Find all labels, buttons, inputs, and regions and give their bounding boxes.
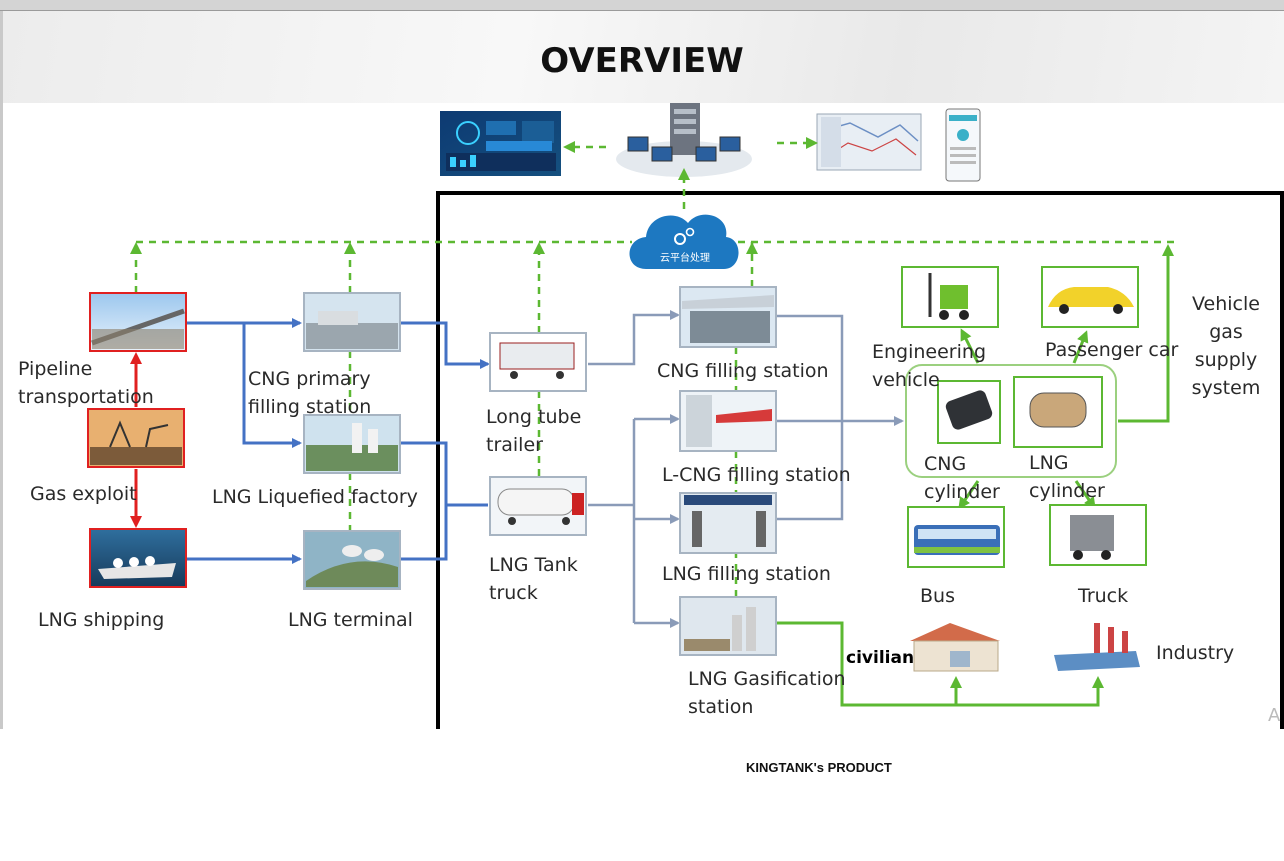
gas-supply-diagram: 云平台处理 (87, 103, 1284, 729)
dashboard-screen-icon (440, 111, 561, 176)
label-civilian: civilian (846, 648, 915, 668)
lng-cylinder-photo (1013, 376, 1103, 448)
label-vehicle-gas-supply: Vehicle gas supply system (1191, 293, 1261, 399)
map-monitor-icon (816, 113, 922, 171)
label-passenger-car: Passenger car (1045, 339, 1179, 361)
lng-tank-truck-photo (489, 476, 587, 536)
slide-left-edge (0, 11, 3, 729)
lng-gasification-photo (679, 596, 777, 656)
supply-flow-lines (186, 318, 490, 564)
overview-slide: OVERVIEW (0, 11, 1284, 729)
label-engineering-vehicle: Engineering vehicle (872, 341, 986, 391)
lng-terminal-photo (303, 530, 401, 590)
label-lng-shipping: LNG shipping (38, 609, 165, 631)
data-network-lines (134, 240, 1180, 597)
label-cng-station: CNG filling station (657, 360, 829, 382)
label-bus: Bus (920, 585, 955, 607)
cloud-platform-icon (629, 214, 739, 269)
page-title: OVERVIEW (540, 41, 744, 81)
corner-mark: A (1268, 705, 1281, 726)
label-lng-terminal: LNG terminal (288, 609, 413, 631)
vehicle-supply-group (905, 364, 1117, 478)
passenger-car-photo (1041, 266, 1139, 328)
window-top-bar (0, 0, 1284, 11)
engineering-vehicle-photo (901, 266, 999, 328)
end-use-lines (776, 244, 1174, 707)
lng-factory-photo (303, 414, 401, 474)
label-pipeline: Pipeline transportation (18, 358, 154, 408)
data-network-arrowheads (130, 242, 758, 254)
civilian-house-icon (910, 623, 1000, 672)
truck-photo (1049, 504, 1147, 566)
label-long-tube: Long tube trailer (486, 406, 582, 456)
industry-factory-icon (1054, 623, 1140, 671)
pipeline-photo (89, 292, 187, 352)
lng-station-photo (679, 492, 777, 554)
label-lng-tank: LNG Tank truck (489, 554, 578, 604)
label-gas-exploit: Gas exploit (30, 483, 137, 505)
footer-caption: KINGTANK's PRODUCT (746, 760, 892, 775)
cng-station-photo (679, 286, 777, 348)
cng-primary-photo (303, 292, 401, 352)
label-lcng-station: L-CNG filling station (662, 464, 851, 486)
platform-group-border (436, 191, 1284, 729)
cloud-label: 云平台处理 (660, 251, 710, 264)
server-network-icon (616, 103, 752, 177)
header-band (0, 11, 1284, 103)
lng-shipping-photo (89, 528, 187, 588)
mobile-app-icon (945, 108, 981, 182)
label-lng-station: LNG filling station (662, 563, 831, 585)
long-tube-trailer-photo (489, 332, 587, 392)
label-lng-factory: LNG Liquefied factory (212, 486, 418, 508)
gas-exploit-photo (87, 408, 185, 468)
bus-photo (907, 506, 1005, 568)
label-lng-cylinder: LNG cylinder (1029, 452, 1105, 502)
label-lng-gasification: LNG Gasification station (688, 668, 846, 718)
label-truck: Truck (1078, 585, 1129, 607)
cng-cylinder-photo (937, 380, 1001, 444)
lcng-station-photo (679, 390, 777, 452)
label-cng-primary: CNG primary filling station (248, 368, 372, 418)
label-industry: Industry (1156, 642, 1235, 664)
label-cng-cylinder: CNG cylinder (924, 453, 1000, 503)
distribution-lines (588, 310, 904, 628)
